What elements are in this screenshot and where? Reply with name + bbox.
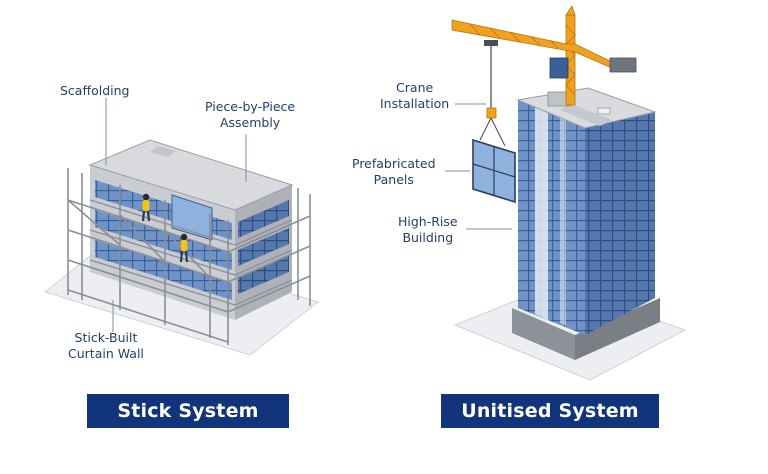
label-piece-by-piece-assembly: Piece-by-Piece Assembly (205, 99, 295, 131)
label-building-line1: High-Rise (398, 214, 458, 230)
stick-system-banner: Stick System (87, 394, 289, 428)
tower-right-face (585, 112, 655, 335)
label-assembly-line1: Piece-by-Piece (205, 99, 295, 115)
label-scaffolding: Scaffolding (60, 83, 129, 99)
label-building-line2: Building (398, 230, 458, 246)
tower-left-face (518, 100, 585, 335)
label-crane-line2: Installation (380, 96, 449, 112)
label-wall-line2: Curtain Wall (68, 346, 144, 362)
unitised-system-banner: Unitised System (441, 394, 659, 428)
label-stick-built-curtain-wall: Stick-Built Curtain Wall (68, 330, 144, 362)
label-high-rise-building: High-Rise Building (398, 214, 458, 246)
label-panels-line2: Panels (352, 172, 436, 188)
label-crane-line1: Crane (380, 80, 449, 96)
label-panels-line1: Prefabricated (352, 156, 436, 172)
label-wall-line1: Stick-Built (68, 330, 144, 346)
label-assembly-line2: Assembly (205, 115, 295, 131)
glass-panel-icon (473, 140, 515, 202)
label-prefabricated-panels: Prefabricated Panels (352, 156, 436, 188)
unitised-building (455, 88, 685, 380)
label-crane-installation: Crane Installation (380, 80, 449, 112)
